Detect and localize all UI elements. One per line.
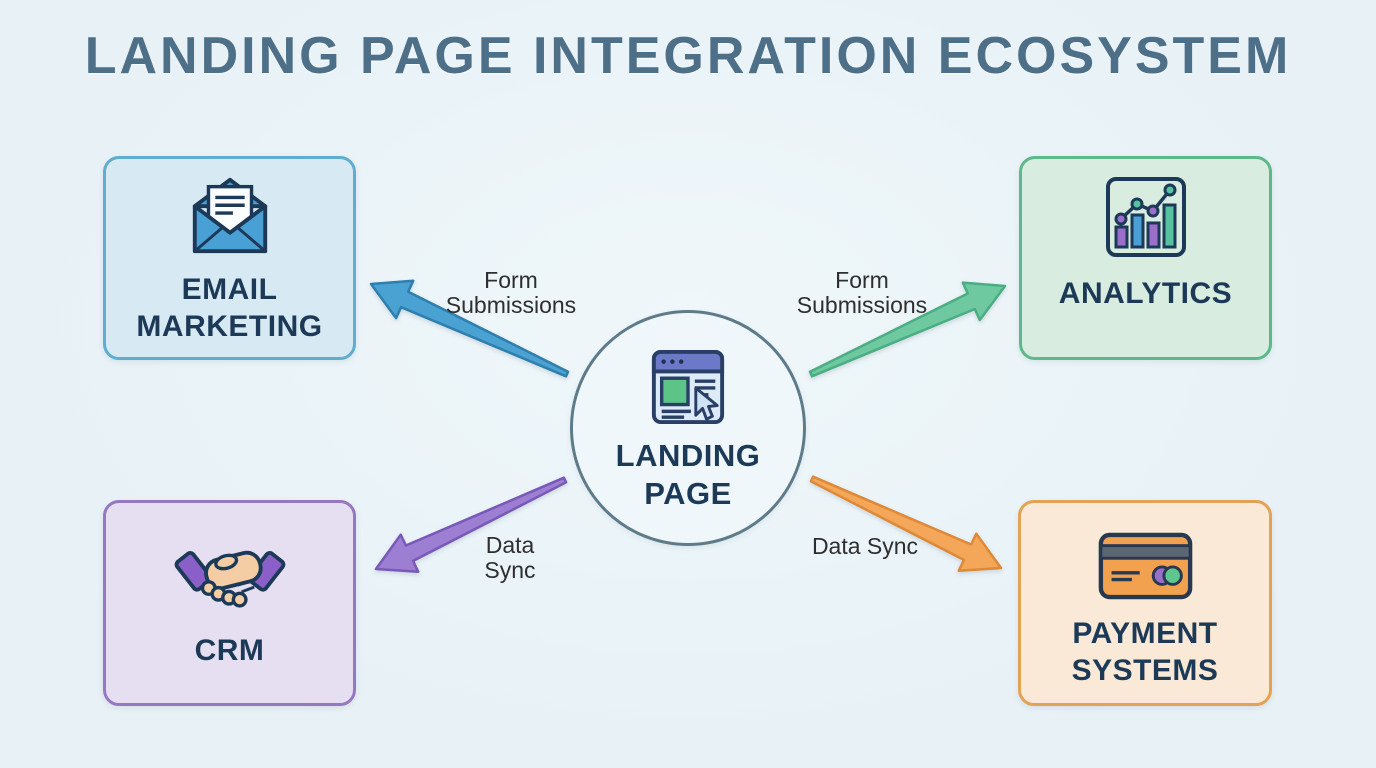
form-submissions-label-left: Form Submissions bbox=[445, 267, 577, 318]
landing-page-hub: LANDING PAGE bbox=[570, 310, 806, 546]
diagram-title: LANDING PAGE INTEGRATION ECOSYSTEM bbox=[84, 27, 1292, 85]
payment-systems-card: PAYMENT SYSTEMS bbox=[1018, 500, 1272, 706]
analytics-bar-chart-icon bbox=[1100, 171, 1192, 263]
analytics-card: ANALYTICS bbox=[1019, 156, 1272, 360]
crm-label: CRM bbox=[194, 634, 265, 667]
browser-window-icon bbox=[649, 345, 727, 429]
email-envelope-icon bbox=[185, 171, 275, 261]
credit-card-icon bbox=[1097, 529, 1194, 603]
landing-page-label: LANDING PAGE bbox=[615, 438, 761, 511]
analytics-label: ANALYTICS bbox=[1058, 277, 1233, 310]
data-sync-label-left: Data Sync bbox=[484, 532, 536, 583]
data-sync-label-right: Data Sync bbox=[811, 533, 919, 559]
email-marketing-label: EMAIL MARKETING bbox=[136, 273, 323, 343]
handshake-icon bbox=[174, 533, 286, 618]
crm-card: CRM bbox=[103, 500, 356, 706]
email-marketing-card: EMAIL MARKETING bbox=[103, 156, 356, 360]
payment-systems-label: PAYMENT SYSTEMS bbox=[1071, 617, 1219, 687]
form-submissions-label-right: Form Submissions bbox=[796, 267, 928, 318]
